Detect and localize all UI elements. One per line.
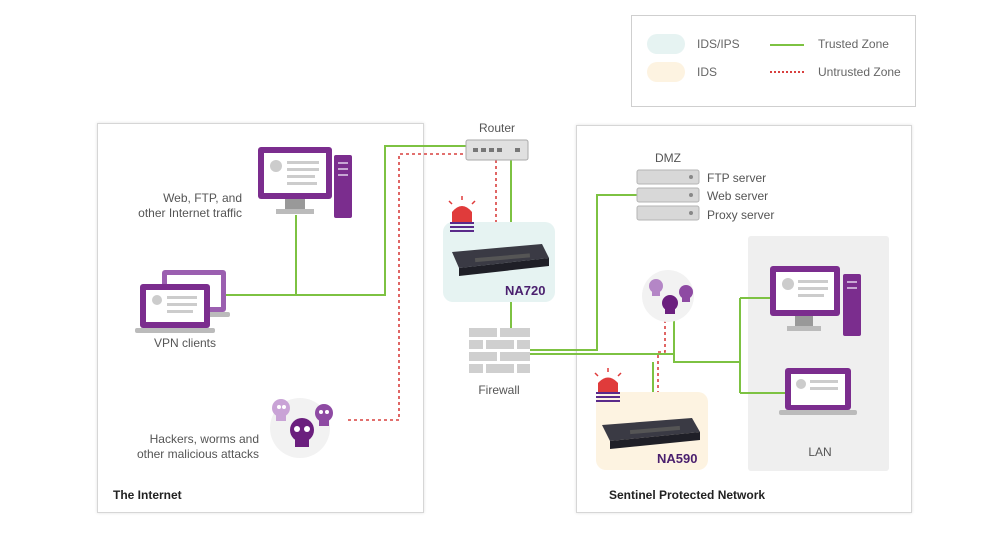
legend-box [631,15,916,107]
vpn-clients-label: VPN clients [153,336,217,350]
link-hackers-router [348,153,466,421]
internet-zone-title: The Internet [113,488,182,502]
hackers-label: Hackers, worms and other malicious attac… [136,432,259,461]
legend-line-trusted [770,44,804,46]
vpn-laptops-icon [135,270,230,333]
na590-appliance-icon [602,418,700,449]
legend-line-untrusted [770,71,804,73]
link-firewall-dmz [530,194,637,351]
server-proxy-label: Proxy server [707,208,775,222]
legend-swatch-ids [647,62,685,82]
na720-label: NA720 [505,283,546,298]
firewall-icon [469,328,530,373]
firewall-label: Firewall [478,383,520,397]
dmz-servers-icon [636,169,700,221]
na720-appliance-icon [452,244,549,276]
link-internet-router [215,145,466,296]
legend-label-untrusted: Untrusted Zone [818,65,901,79]
router-label: Router [478,121,516,135]
server-web-label: Web server [707,189,769,203]
na720-alarm-icon [448,196,476,232]
protected-zone-title: Sentinel Protected Network [609,488,766,502]
lan-skulls-icon [642,270,694,322]
legend-swatch-ids-ips [647,34,685,54]
legend-label-ids-ips: IDS/IPS [697,37,740,51]
lan-desktop-icon [770,266,861,336]
lan-laptop-icon [779,368,857,415]
link-firewall-lan [530,353,740,363]
server-ftp-label: FTP server [707,171,767,185]
web-desktop-icon [258,147,352,218]
na590-alarm-icon [594,368,622,402]
legend-label-ids: IDS [697,65,718,79]
link-skull-na590 [657,320,666,392]
web-traffic-label: Web, FTP, and other Internet traffic [138,191,242,220]
lan-label: LAN [808,445,832,459]
legend-label-trusted: Trusted Zone [818,37,889,51]
hacker-skulls-icon [270,398,333,458]
na590-label: NA590 [657,451,698,466]
router-icon [465,139,529,161]
dmz-label: DMZ [655,151,681,165]
